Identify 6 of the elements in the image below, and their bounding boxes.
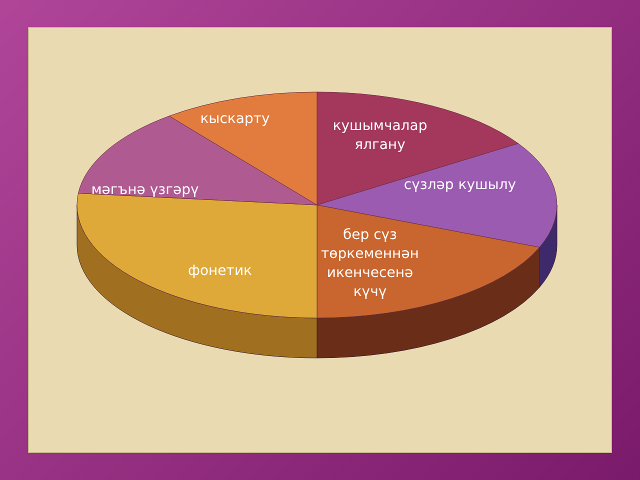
slice-label: бер сүз төркеменнән икенчесенә күчү (320, 226, 420, 302)
slice-label: сүзләр кушылу (402, 176, 518, 195)
slice-label: кушымчалар ялгану (332, 117, 428, 155)
slice-label: фонетик (186, 262, 253, 281)
slice-label: кыскарту (199, 110, 271, 129)
slice-label: мәгънә үзгәрү (90, 181, 200, 200)
